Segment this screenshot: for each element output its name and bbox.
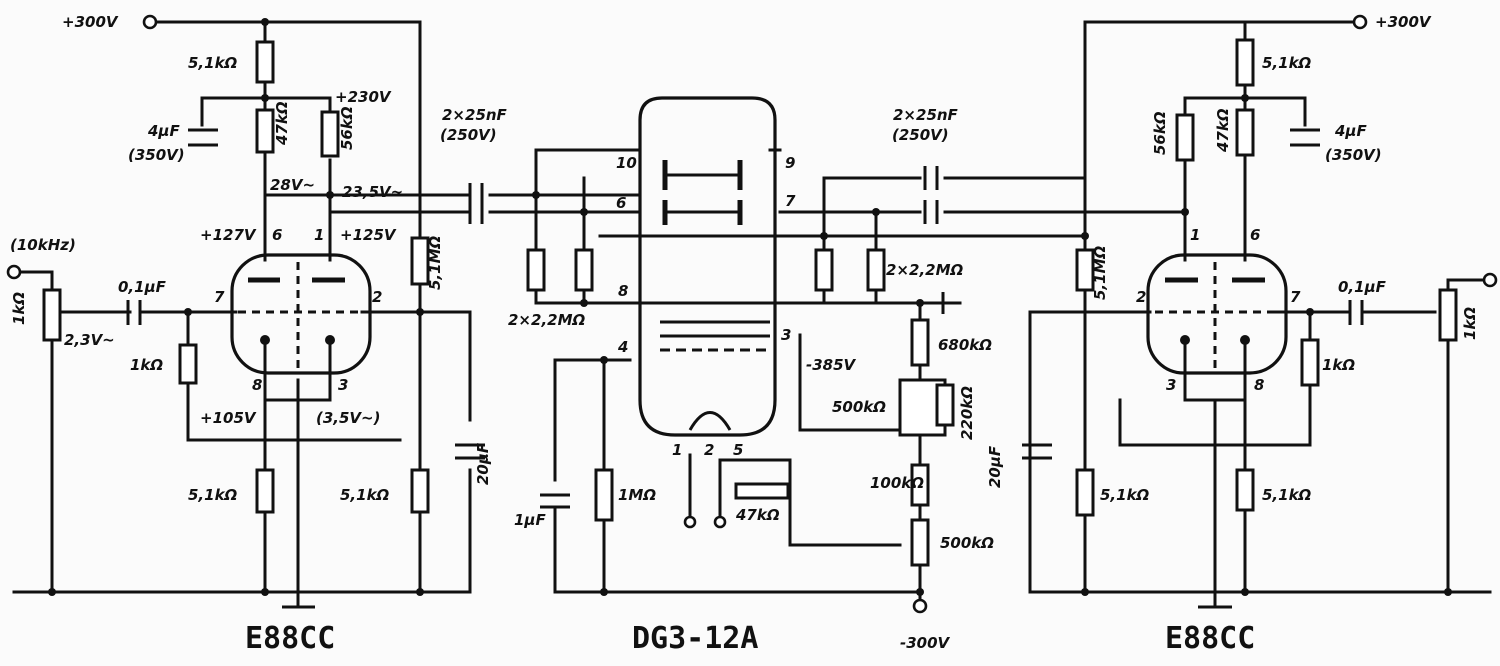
crt-pin3: 3	[781, 326, 791, 344]
left-pot-label: 1kΩ	[10, 292, 28, 325]
v-127-label: +127V	[200, 226, 257, 244]
right-pin8: 8	[1254, 376, 1264, 394]
crt-pin7: 7	[785, 192, 796, 210]
ac-23-label: 23,5V~	[342, 183, 403, 201]
left-pin2: 2	[372, 288, 382, 306]
capacitors	[126, 128, 1364, 509]
crt-pin5: 5	[733, 441, 743, 459]
resistors	[42, 38, 1458, 567]
res-220-label: 220kΩ	[958, 386, 976, 440]
crt-tube-name: DG3-12A	[632, 621, 758, 656]
left-pin6: 6	[272, 226, 282, 244]
right-tube-e88cc	[1146, 253, 1288, 375]
crt-pin9: 9	[785, 154, 795, 172]
labels: +300V +300V -300V E88CC DG3-12A E88CC (1…	[10, 13, 1479, 656]
right-cathode-res-b-label: 5,1kΩ	[1262, 486, 1312, 504]
left-decoupling-cap-v-label: (350V)	[128, 146, 185, 164]
pot-500-label: 500kΩ	[832, 398, 886, 416]
right-cathode-res-a-label: 5,1kΩ	[1100, 486, 1150, 504]
center-cap-1-label: 1μF	[514, 511, 546, 529]
node-230-label: +230V	[335, 88, 392, 106]
center-caps-left-label: 2×25nF	[442, 106, 508, 124]
left-plate-res-a-label: 47kΩ	[273, 101, 291, 146]
crt-pin8: 8	[618, 282, 628, 300]
neg-385-label: -385V	[806, 356, 857, 374]
left-grid2-res-label: 5,1MΩ	[426, 236, 444, 290]
right-pot-label: 1kΩ	[1461, 307, 1479, 340]
right-plate-top-res-label: 5,1kΩ	[1262, 54, 1312, 72]
neg-supply-label: -300V	[900, 634, 951, 652]
right-supply-label: +300V	[1375, 13, 1432, 31]
center-res-1m-label: 1MΩ	[618, 486, 656, 504]
crt-tube-dg3-12a	[638, 96, 777, 437]
left-cathode-res-a-label: 5,1kΩ	[188, 486, 238, 504]
right-grid2-res-label: 5,1MΩ	[1091, 246, 1109, 300]
right-tube-name: E88CC	[1165, 621, 1255, 656]
center-defl-res-left-label: 2×2,2MΩ	[508, 311, 586, 329]
left-cathode-ac-label: (3,5V~)	[316, 409, 380, 427]
right-input-cap-label: 0,1μF	[1338, 278, 1387, 296]
v-125-label: +125V	[340, 226, 397, 244]
left-pin7: 7	[214, 288, 225, 306]
crt-pin6: 6	[616, 194, 626, 212]
center-caps-right-v-label: (250V)	[892, 126, 949, 144]
left-pin8: 8	[252, 376, 262, 394]
left-decoupling-cap-label: 4μF	[147, 122, 180, 140]
left-cathode-res-b-label: 5,1kΩ	[340, 486, 390, 504]
center-caps-right-label: 2×25nF	[893, 106, 959, 124]
right-pin7: 7	[1290, 288, 1301, 306]
left-tube-e88cc	[230, 253, 372, 375]
left-grid-res-label: 1kΩ	[130, 356, 163, 374]
right-pin2: 2	[1136, 288, 1146, 306]
crt-pin2: 2	[704, 441, 714, 459]
left-pin1: 1	[314, 226, 324, 244]
right-pin1: 1	[1190, 226, 1200, 244]
left-cap-20-label: 20μF	[474, 442, 492, 485]
left-input-ac-label: 2,3V~	[64, 331, 115, 349]
center-defl-res-right-label: 2×2,2MΩ	[886, 261, 964, 279]
right-plate-res-a-label: 56kΩ	[1151, 111, 1169, 155]
left-plate-res-b-label: 56kΩ	[338, 106, 356, 150]
heater-res-label: 47kΩ	[735, 506, 780, 524]
right-plate-res-b-label: 47kΩ	[1214, 108, 1232, 153]
crt-pin1: 1	[672, 441, 682, 459]
crt-pin4: 4	[617, 338, 628, 356]
left-cathode-v-label: +105V	[200, 409, 257, 427]
pot-500b-label: 500kΩ	[940, 534, 994, 552]
center-caps-left-v-label: (250V)	[440, 126, 497, 144]
left-supply-label: +300V	[62, 13, 119, 31]
crt-pin10: 10	[616, 154, 637, 172]
right-pin3: 3	[1166, 376, 1176, 394]
input-frequency-label: (10kHz)	[10, 236, 76, 254]
right-decoupling-cap-v-label: (350V)	[1325, 146, 1382, 164]
left-plate-top-res-label: 5,1kΩ	[188, 54, 238, 72]
ac-28-label: 28V~	[270, 176, 315, 194]
right-pin6: 6	[1250, 226, 1260, 244]
right-cap-20-label: 20μF	[986, 445, 1004, 488]
left-tube-name: E88CC	[245, 621, 335, 656]
res-100-label: 100kΩ	[870, 474, 924, 492]
left-pin3: 3	[338, 376, 348, 394]
right-grid-res-label: 1kΩ	[1322, 356, 1355, 374]
res-680-label: 680kΩ	[938, 336, 992, 354]
left-input-cap-label: 0,1μF	[118, 278, 167, 296]
terminals	[6, 14, 1498, 614]
right-decoupling-cap-label: 4μF	[1334, 122, 1367, 140]
